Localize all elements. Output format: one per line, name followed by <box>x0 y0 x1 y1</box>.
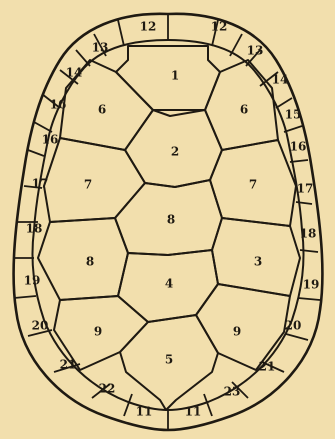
label-marginal-12-right: 12 <box>211 20 228 34</box>
label-marginal-11-left: 11 <box>136 405 153 419</box>
label-marginal-22-left: 22 <box>99 382 116 396</box>
label-marginal-19-right: 19 <box>303 278 320 292</box>
label-costal-8-left: 8 <box>86 255 94 269</box>
label-marginal-16-left-lower: 16 <box>42 133 59 147</box>
label-marginal-12-left: 12 <box>140 20 157 34</box>
label-costal-7-left: 7 <box>84 178 92 192</box>
label-vertebral-3: 8 <box>167 213 175 227</box>
label-vertebral-2: 2 <box>171 145 179 159</box>
label-costal-6-right: 6 <box>240 103 248 117</box>
label-marginal-18-left: 18 <box>26 222 43 236</box>
label-costal-7-right: 7 <box>249 178 257 192</box>
label-costal-9-right: 9 <box>233 325 241 339</box>
label-marginal-20-left: 20 <box>32 319 49 333</box>
label-costal-6-left: 6 <box>98 103 106 117</box>
label-marginal-15-right: 15 <box>285 108 302 122</box>
label-vertebral-1: 1 <box>171 69 179 83</box>
label-marginal-14-left: 14 <box>66 66 83 80</box>
label-marginal-11-right: 11 <box>185 405 202 419</box>
label-marginal-14-right: 14 <box>272 73 289 87</box>
label-vertebral-4: 4 <box>165 277 173 291</box>
label-marginal-20-right: 20 <box>285 319 302 333</box>
label-marginal-19-left: 19 <box>24 274 41 288</box>
label-marginal-13-left: 13 <box>92 41 109 55</box>
label-marginal-13-right: 13 <box>247 44 264 58</box>
label-costal-8-right: 3 <box>254 255 262 269</box>
label-costal-9-left: 9 <box>94 325 102 339</box>
label-marginal-16-right: 16 <box>290 140 307 154</box>
label-marginal-23-right: 23 <box>224 385 241 399</box>
label-marginal-17-right: 17 <box>297 182 314 196</box>
label-marginal-18-right: 18 <box>300 227 317 241</box>
label-vertebral-5: 5 <box>165 353 173 367</box>
label-marginal-16-left-upper: 16 <box>50 98 67 112</box>
label-marginal-21-left: 21 <box>60 358 77 372</box>
label-marginal-21-right: 21 <box>259 360 276 374</box>
label-marginal-17-left: 17 <box>32 177 49 191</box>
